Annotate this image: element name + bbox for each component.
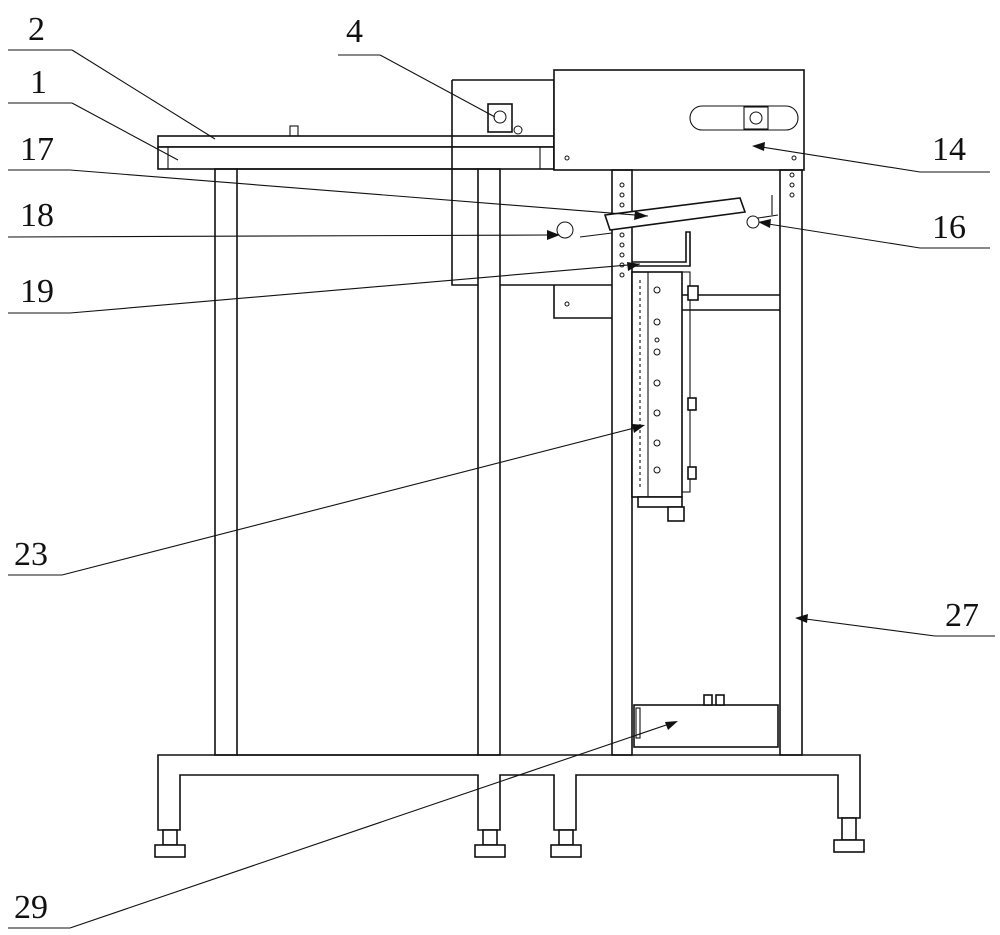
label-27: 27 (945, 597, 979, 634)
label-19: 19 (20, 273, 54, 310)
label-2: 2 (28, 11, 45, 48)
leader-lines (7, 49, 995, 929)
hook-bar (632, 231, 691, 267)
label-4: 4 (346, 13, 363, 50)
label-29: 29 (14, 889, 48, 926)
label-17: 17 (20, 131, 54, 168)
bottom-box (633, 694, 779, 748)
label-1: 1 (30, 64, 47, 101)
upper-bracket (451, 79, 612, 286)
tilted-tray (556, 195, 779, 239)
left-frame (214, 168, 501, 756)
label-23: 23 (14, 536, 48, 573)
label-14: 14 (932, 131, 966, 168)
upper-housing (553, 69, 805, 171)
vertical-cylinder (631, 271, 699, 522)
label-16: 16 (932, 209, 966, 246)
label-18: 18 (20, 197, 54, 234)
base-frame (154, 754, 865, 858)
